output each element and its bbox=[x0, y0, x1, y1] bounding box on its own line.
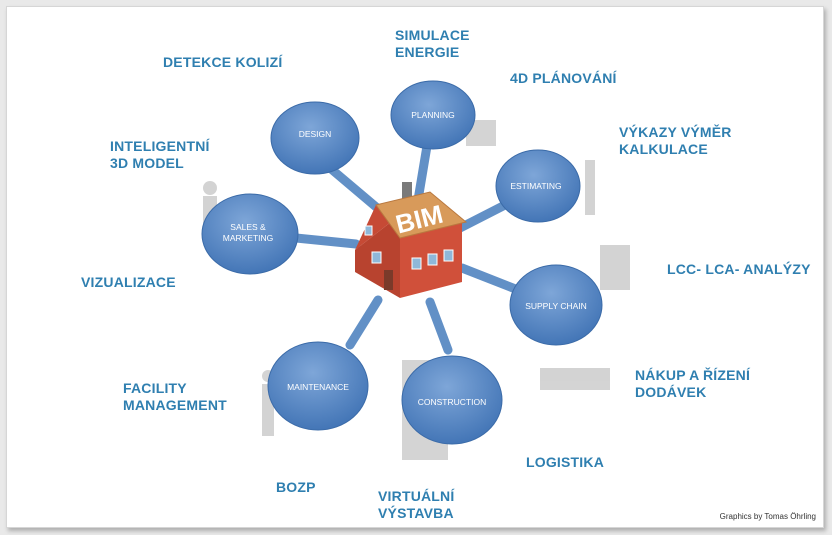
label-management: MANAGEMENT bbox=[123, 397, 227, 413]
node-label-design: DESIGN bbox=[299, 129, 332, 139]
node-label-planning: PLANNING bbox=[411, 110, 454, 120]
node-maintenance: MAINTENANCE bbox=[267, 341, 369, 431]
spoke-estimating bbox=[455, 200, 510, 233]
label-kalkulace: KALKULACE bbox=[619, 141, 708, 157]
node-design: DESIGN bbox=[270, 101, 360, 175]
house-window bbox=[443, 249, 454, 262]
spoke-construction bbox=[425, 297, 453, 355]
label-vystavba: VÝSTAVBA bbox=[378, 505, 454, 521]
node-label-construction: CONSTRUCTION bbox=[418, 397, 486, 407]
house-window bbox=[427, 253, 438, 266]
label-dodavek: DODÁVEK bbox=[635, 384, 707, 400]
label-detekce-kolizi: DETEKCE KOLIZÍ bbox=[163, 54, 283, 70]
node-estimating: ESTIMATING bbox=[495, 149, 581, 223]
label-inteligentni: INTELIGENTNÍ bbox=[110, 138, 210, 154]
house-door bbox=[384, 270, 393, 290]
node-supply-chain: SUPPLY CHAIN bbox=[509, 264, 603, 346]
node-label-estimating: ESTIMATING bbox=[510, 181, 561, 191]
house-window bbox=[411, 257, 422, 270]
node-label-sales-1: SALES & bbox=[230, 222, 266, 232]
bim-house: BIM bbox=[355, 182, 468, 298]
plant-silhouette bbox=[585, 160, 595, 215]
label-logistika: LOGISTIKA bbox=[526, 454, 605, 470]
graphics-credit: Graphics by Tomas Öhrling bbox=[719, 512, 816, 521]
label-4d-planovani: 4D PLÁNOVÁNÍ bbox=[510, 70, 617, 86]
label-vykazy-vymer: VÝKAZY VÝMĚR bbox=[619, 124, 732, 140]
spoke-maintenance bbox=[345, 295, 383, 350]
spokes bbox=[291, 135, 523, 355]
label-lcc-lca: LCC- LCA- ANALÝZY bbox=[667, 261, 811, 277]
spoke-supply bbox=[457, 263, 523, 295]
house-window bbox=[364, 225, 373, 236]
label-vizualizace: VIZUALIZACE bbox=[81, 274, 176, 290]
label-nakup-rizeni: NÁKUP A ŘÍZENÍ bbox=[635, 367, 751, 383]
spoke-planning bbox=[413, 135, 433, 205]
label-energie: ENERGIE bbox=[395, 44, 460, 60]
label-simulace: SIMULACE bbox=[395, 27, 470, 43]
house-window bbox=[371, 251, 382, 264]
node-label-sales-2: MARKETING bbox=[223, 233, 274, 243]
label-virtualni: VIRTUÁLNÍ bbox=[378, 488, 455, 504]
person-silhouette bbox=[203, 181, 217, 195]
chimney bbox=[402, 182, 412, 200]
node-label-maintenance: MAINTENANCE bbox=[287, 382, 349, 392]
node-planning: PLANNING bbox=[390, 80, 476, 150]
node-label-supply: SUPPLY CHAIN bbox=[525, 301, 587, 311]
spoke-design bbox=[325, 163, 387, 217]
node-sales: SALES & MARKETING bbox=[201, 193, 299, 275]
pallets-silhouette bbox=[540, 368, 610, 390]
label-bozp: BOZP bbox=[276, 479, 316, 495]
spoke-sales bbox=[291, 233, 361, 249]
label-facility: FACILITY bbox=[123, 380, 187, 396]
label-3d-model: 3D MODEL bbox=[110, 155, 184, 171]
monitor-silhouette bbox=[600, 245, 630, 290]
house-roof bbox=[375, 191, 468, 239]
node-construction: CONSTRUCTION bbox=[401, 355, 503, 445]
